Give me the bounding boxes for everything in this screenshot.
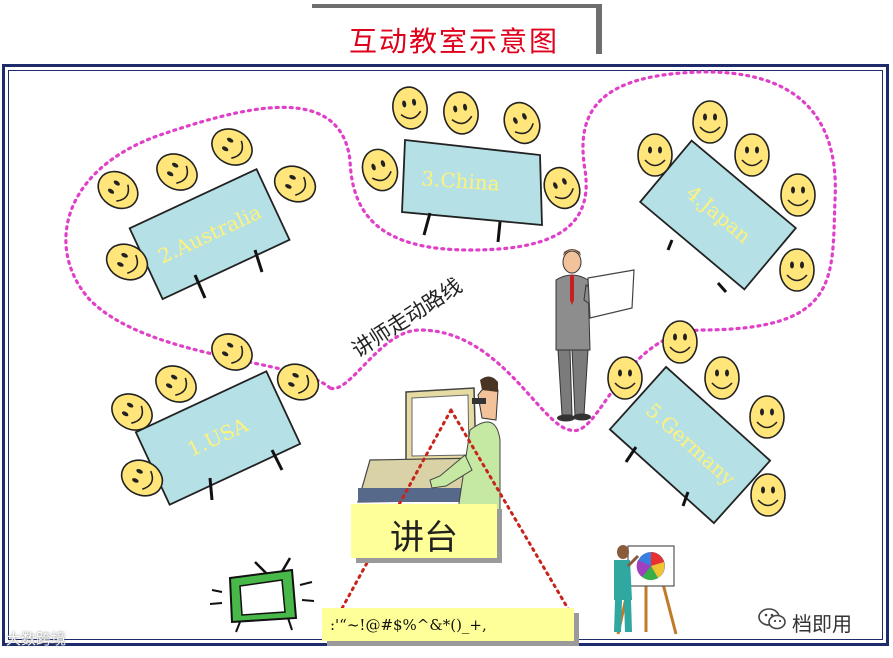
tv-icon	[210, 558, 314, 632]
smiley-icon	[441, 89, 482, 136]
wechat-icon	[758, 606, 788, 632]
table-germany-group: 5.Germany	[608, 321, 785, 523]
smiley-icon	[608, 357, 642, 399]
smiley-icon	[269, 160, 321, 209]
smiley-icon	[538, 162, 587, 214]
presenter-easel-icon	[614, 545, 676, 634]
smiley-icon	[205, 122, 258, 172]
smiley-icon	[357, 144, 403, 195]
smiley-icon	[91, 164, 145, 216]
table-australia-group: 2.Australia	[91, 122, 321, 299]
symbol-text: :'“~!@#$%^&*()_+,	[330, 616, 487, 634]
smiley-icon	[149, 359, 202, 409]
smiley-icon	[693, 101, 727, 143]
smiley-icon	[498, 97, 547, 149]
smiley-icon	[205, 327, 258, 377]
smiley-icon	[735, 134, 769, 176]
smiley-icon	[150, 147, 203, 197]
watermark-right: 档即用	[792, 608, 852, 637]
smiley-icon	[750, 396, 784, 438]
route-label: 讲师走动路线	[348, 273, 467, 362]
smiley-icon	[390, 84, 431, 131]
teacher-clipboard	[588, 270, 634, 318]
table-japan-group: 4.Japan	[638, 101, 815, 292]
smiley-icon	[751, 474, 785, 516]
table-usa-group: 1.USA	[105, 327, 324, 505]
smiley-icon	[780, 249, 814, 291]
computer-workstation	[358, 376, 500, 510]
podium-label: 讲台	[351, 510, 497, 559]
table-china-group: 3.China	[357, 84, 586, 242]
symbol-box: :'“~!@#$%^&*()_+,	[322, 608, 574, 641]
smiley-icon	[638, 134, 672, 176]
smiley-icon	[705, 357, 739, 399]
smiley-icon	[781, 174, 815, 216]
watermark-left: 大数跨境	[6, 628, 66, 649]
smiley-icon	[663, 321, 697, 363]
podium-box: 讲台	[351, 504, 497, 558]
